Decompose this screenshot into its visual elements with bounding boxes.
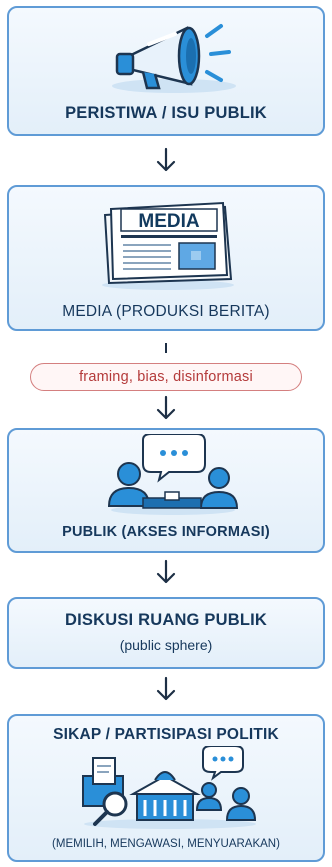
step-box-public: PUBLIK (AKSES INFORMASI) bbox=[7, 428, 325, 553]
step-sublabel-participation: (MEMILIH, MENGAWASI, MENYUARAKAN) bbox=[52, 838, 280, 850]
step-label-issue: PERISTIWA / ISU PUBLIK bbox=[65, 104, 267, 122]
step-box-discussion: DISKUSI RUANG PUBLIK (public sphere) bbox=[7, 597, 325, 669]
down-arrow-icon bbox=[152, 146, 180, 174]
distortion-badge: framing, bias, disinformasi bbox=[30, 363, 302, 391]
step-label-media: MEDIA (PRODUKSI BERITA) bbox=[62, 303, 270, 320]
step-box-media: MEDIA MEDIA (PRODUKSI BERITA) bbox=[7, 185, 325, 331]
political-participation-icon bbox=[82, 746, 257, 829]
people-discussion-icon bbox=[107, 434, 239, 515]
step-label-public: PUBLIK (AKSES INFORMASI) bbox=[62, 524, 270, 540]
connector-tick bbox=[165, 343, 167, 353]
newspaper-icon: MEDIA bbox=[102, 201, 234, 290]
step-sublabel-discussion: (public sphere) bbox=[119, 637, 213, 653]
down-arrow-icon bbox=[152, 394, 180, 422]
step-box-issue: PERISTIWA / ISU PUBLIK bbox=[7, 6, 325, 136]
step-box-participation: SIKAP / PARTISIPASI POLITIK (MEMILIH, ME… bbox=[7, 714, 325, 862]
down-arrow-icon bbox=[152, 558, 180, 586]
newspaper-title: MEDIA bbox=[138, 211, 200, 232]
megaphone-icon bbox=[112, 24, 236, 93]
down-arrow-icon bbox=[152, 675, 180, 703]
step-label-participation: SIKAP / PARTISIPASI POLITIK bbox=[53, 726, 279, 743]
step-label-discussion: DISKUSI RUANG PUBLIK bbox=[64, 611, 267, 629]
